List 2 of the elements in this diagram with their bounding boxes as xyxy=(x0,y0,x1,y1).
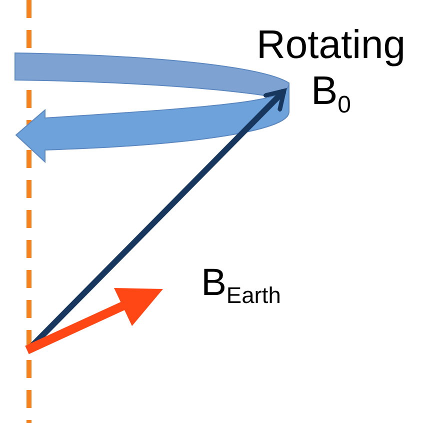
field-label: Rotating B$_{0}$ xyxy=(256,22,406,119)
field-label: B$_{Earth}$ xyxy=(200,262,282,308)
